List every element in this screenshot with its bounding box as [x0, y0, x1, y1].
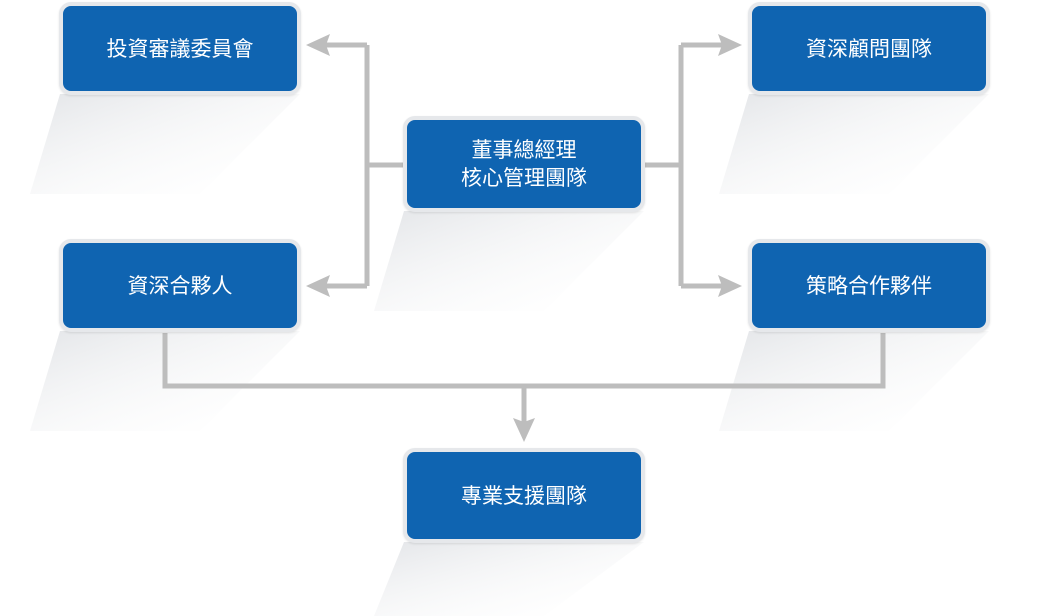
investment-committee-label: 投資審議委員會 — [106, 36, 254, 61]
arrow-partners — [306, 275, 330, 297]
professional-support-team-label: 專業支援團隊 — [461, 483, 587, 508]
shadow-advisory — [719, 94, 989, 194]
arrow-support — [513, 418, 535, 442]
arrow-investment — [306, 34, 330, 56]
connector-arrowheads — [306, 34, 742, 442]
senior-advisory-team-label: 資深顧問團隊 — [806, 36, 932, 61]
shadow-core — [374, 211, 644, 311]
shadow-support — [374, 542, 644, 616]
senior-advisory-team-box: 資深顧問團隊 — [748, 2, 990, 95]
senior-partners-box: 資深合夥人 — [59, 239, 301, 332]
strategic-partners-box: 策略合作夥伴 — [748, 239, 990, 332]
shadow-strategic — [719, 331, 989, 431]
strategic-partners-label: 策略合作夥伴 — [806, 273, 932, 298]
investment-committee-box: 投資審議委員會 — [59, 2, 301, 95]
connector-lines — [162, 42, 886, 424]
professional-support-team-box: 專業支援團隊 — [403, 448, 645, 543]
arrow-advisory — [718, 34, 742, 56]
core-management-text: 董事總經理 核心管理團隊 — [461, 136, 587, 192]
core-management-label-line1: 董事總經理 — [471, 138, 577, 162]
arrow-strategic — [718, 275, 742, 297]
senior-partners-label: 資深合夥人 — [127, 273, 233, 298]
core-management-label-line2: 核心管理團隊 — [461, 166, 587, 190]
core-management-box: 董事總經理 核心管理團隊 — [403, 116, 645, 212]
shadow-investment — [30, 94, 300, 194]
